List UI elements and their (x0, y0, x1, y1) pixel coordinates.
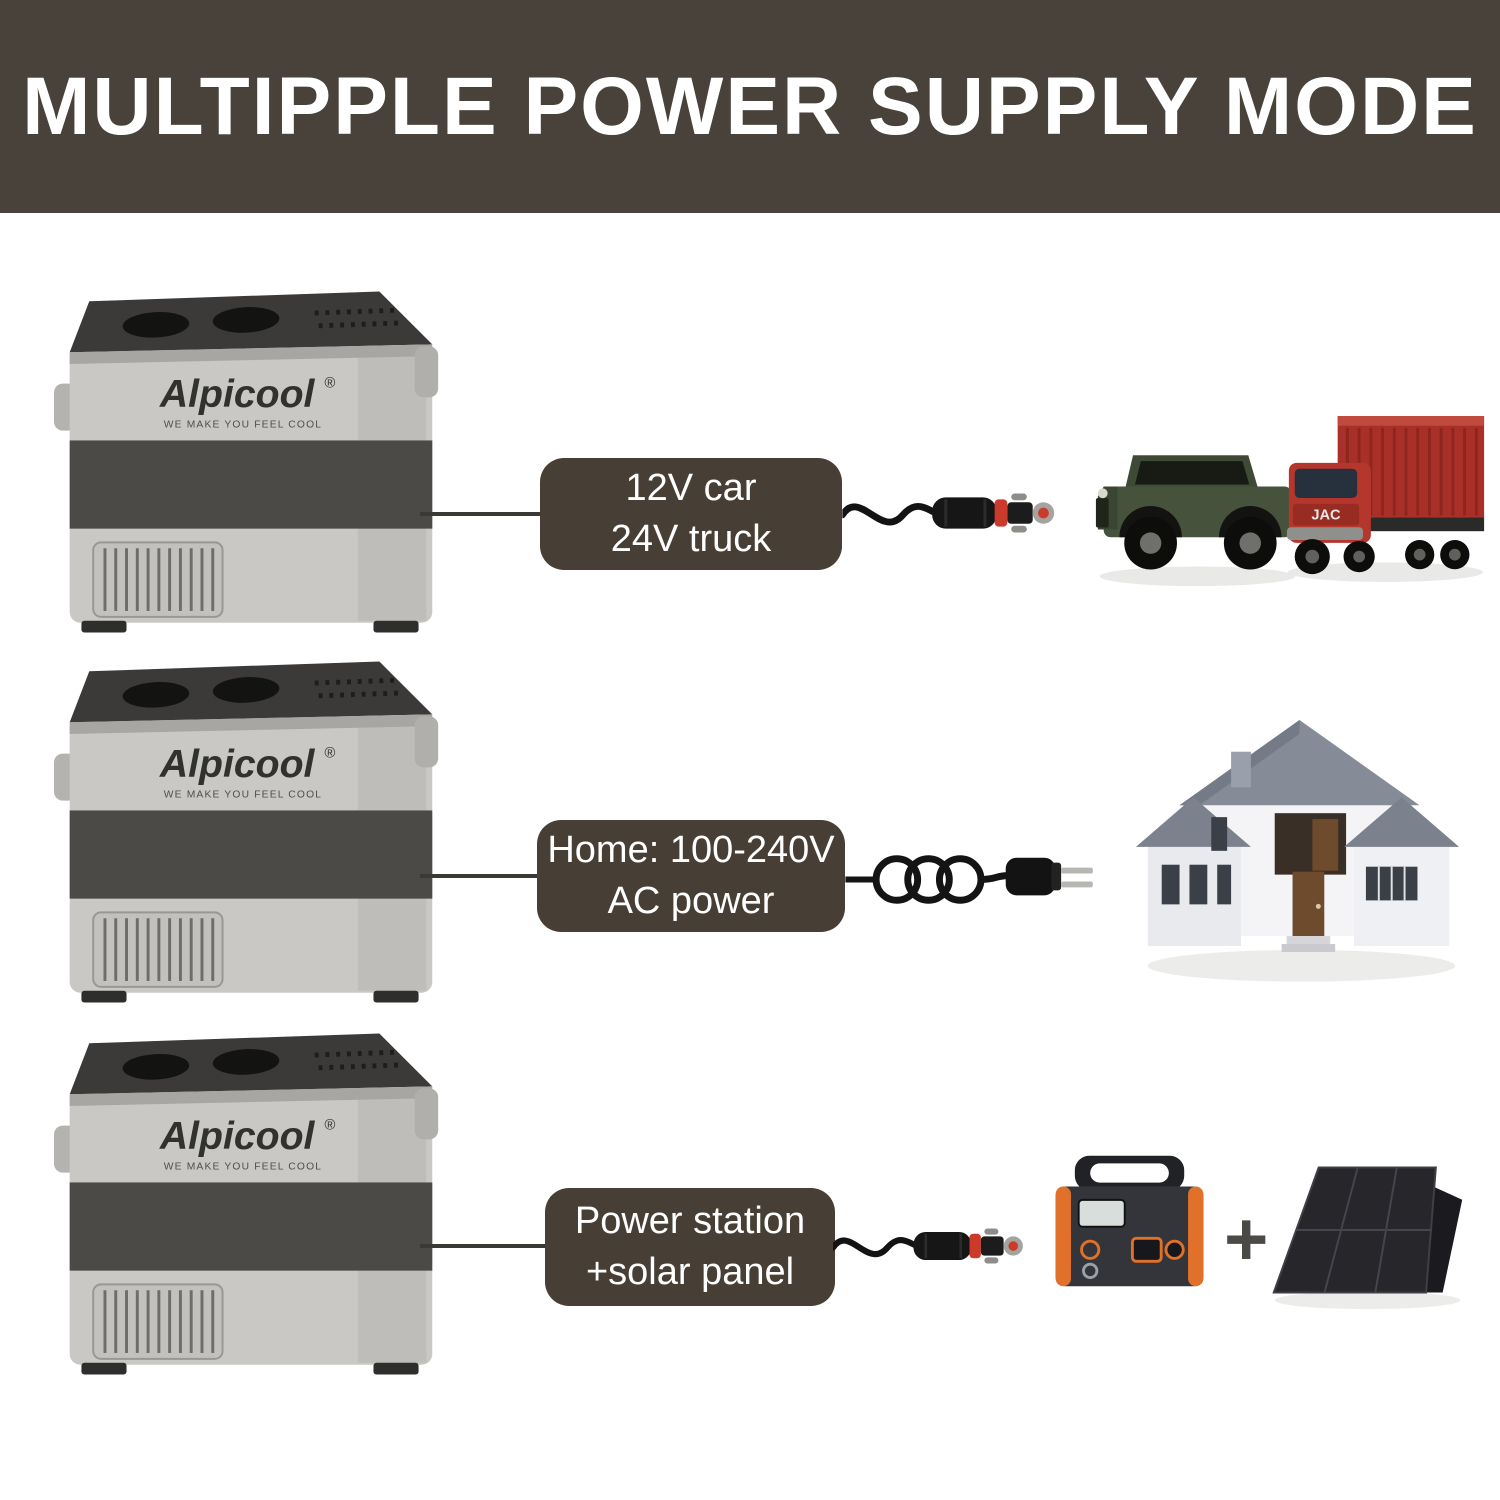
label-line-1: Power station (574, 1199, 806, 1242)
power-source-label-station: Power station +solar panel (545, 1188, 835, 1306)
alpicool-cooler-image (54, 1030, 446, 1378)
label-line-2: +solar panel (585, 1251, 795, 1293)
ac-plug-icon (845, 830, 1113, 925)
power-source-label-home: Home: 100-240V AC power (537, 820, 845, 932)
power-station-image (1046, 1150, 1214, 1292)
car-lighter-plug-icon (833, 1200, 1043, 1292)
truck-image (1283, 408, 1488, 588)
label-line-1: Home: 100-240V (547, 828, 835, 871)
page-title: MULTIPPLE POWER SUPPLY MODE (22, 60, 1478, 152)
header-banner: MULTIPPLE POWER SUPPLY MODE (0, 0, 1500, 213)
solar-panel-image (1262, 1146, 1472, 1312)
connector-line (420, 512, 542, 516)
power-source-label-vehicle: 12V car 24V truck (540, 458, 842, 570)
label-line-2: 24V truck (610, 518, 772, 560)
house-image (1128, 668, 1470, 996)
connector-line (420, 874, 538, 878)
plus-sign: + (1224, 1197, 1269, 1282)
label-line-1: 12V car (625, 466, 757, 509)
alpicool-cooler-image (54, 658, 446, 1006)
jeep-image (1090, 422, 1305, 590)
car-lighter-plug-icon (842, 472, 1077, 554)
alpicool-cooler-image (54, 288, 446, 636)
label-line-2: AC power (607, 880, 775, 922)
connector-line (420, 1244, 546, 1248)
